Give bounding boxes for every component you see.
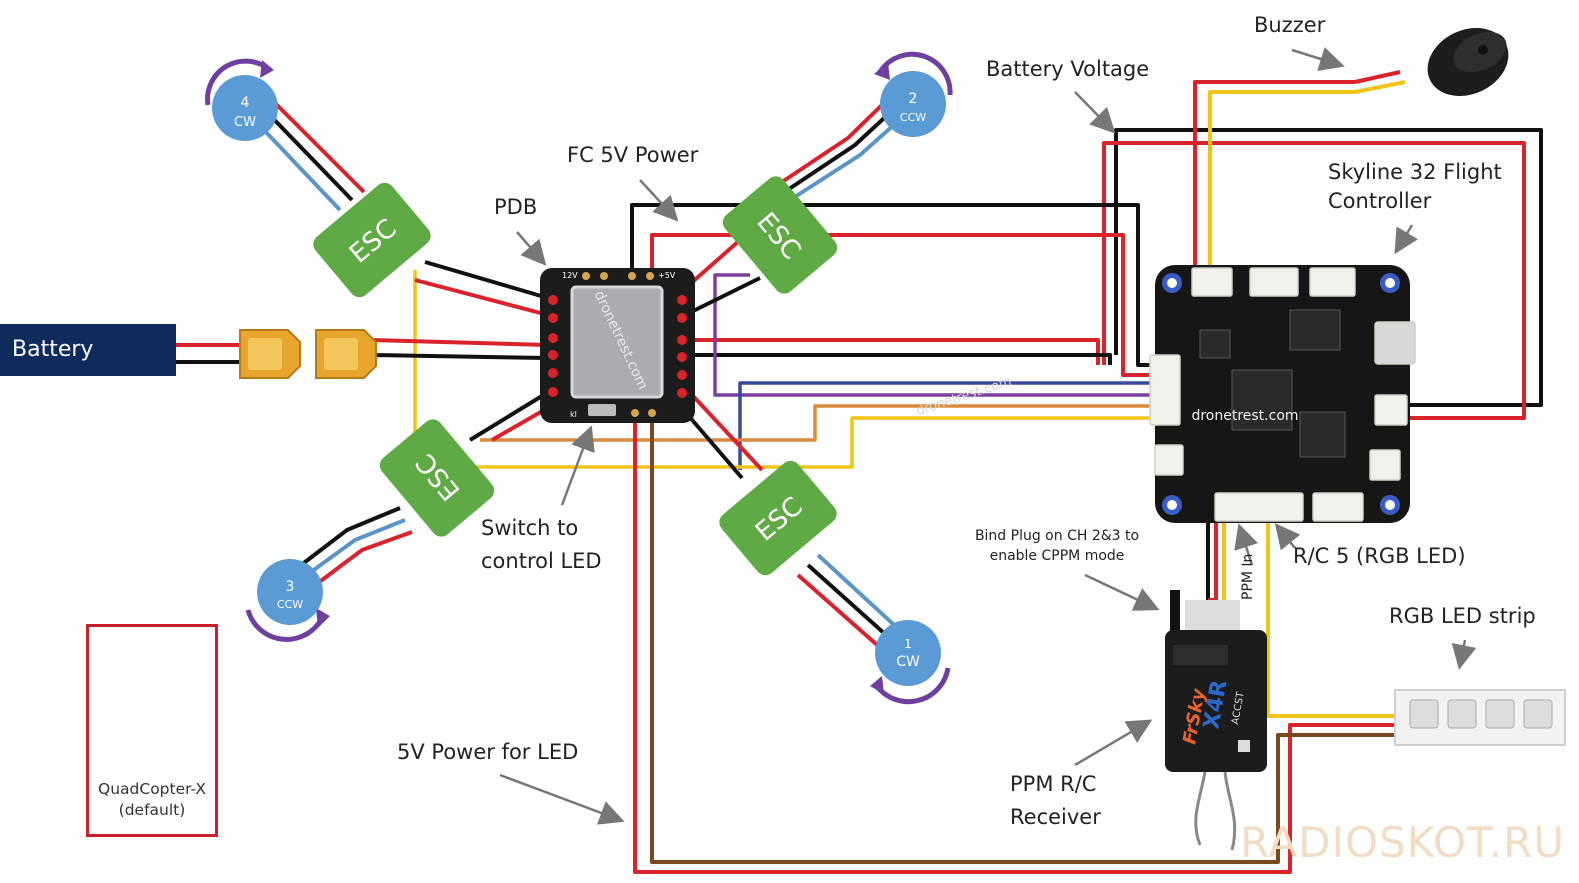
battery-voltage-red-wire — [1102, 141, 1526, 420]
ppm-receiver: FrSky X4R ACCST — [1165, 590, 1267, 851]
motor-2-number: 2 — [909, 91, 918, 107]
bind-plug-line2: enable CPPM mode — [989, 548, 1125, 564]
motor-1-dir: CW — [896, 654, 920, 670]
led-power-red-wire — [633, 420, 1395, 874]
arrow-buzzer — [1291, 47, 1345, 71]
fc-power-red-wire — [650, 233, 1158, 377]
arm-1-blue — [816, 553, 907, 637]
esc-top-left: ESC — [313, 182, 431, 298]
motor-4-dir: CW — [234, 115, 256, 130]
arm-3-blue — [298, 518, 406, 582]
arrow-pdb — [516, 231, 547, 266]
motor-4: 4 CW — [205, 58, 278, 141]
esc-top-right: ESC — [722, 176, 838, 294]
rc5-label: R/C 5 (RGB LED) — [1293, 544, 1466, 568]
legend-caption-line2: (default) — [118, 800, 186, 819]
pdb-black-to-fc — [685, 353, 1112, 365]
antenna — [1223, 771, 1237, 851]
arm-1-black — [806, 563, 897, 645]
pdb-switch-label: kl — [570, 410, 577, 419]
arm-2-blue — [788, 113, 907, 202]
esc-bottom-right: ESC — [719, 460, 837, 576]
pdb-battery-black — [369, 353, 549, 360]
radioskot-watermark: RADIOSKOT.RU — [1240, 818, 1565, 867]
motor-2-dir: CCW — [900, 111, 926, 124]
pdb-red-to-fc — [685, 338, 1100, 365]
rgb-led-strip — [1394, 689, 1566, 746]
led-signal-yellow-wire — [1266, 520, 1395, 718]
arrow-switch — [560, 425, 595, 506]
ppm-receiver-line1: PPM R/C — [1010, 772, 1097, 796]
buzzer-yellow-wire — [1208, 90, 1355, 272]
pdb-12v-label: 12V — [562, 271, 578, 280]
pdb-battery-red — [369, 338, 549, 347]
wiring-harness — [176, 80, 1543, 874]
arrow-led-power — [499, 773, 625, 825]
arm-4-red — [270, 98, 366, 194]
arrow-bind-plug — [1084, 573, 1160, 611]
esc-signal-yellow — [413, 270, 1150, 469]
esc-tl-red — [414, 278, 549, 317]
rotation-arrow-icon — [245, 609, 325, 642]
arrow-skyline — [1394, 224, 1419, 255]
fc-watermark: dronetrest.com — [1191, 408, 1298, 424]
rotation-arrow-icon — [877, 51, 953, 96]
arm-2-black — [778, 106, 897, 197]
arm-1-red — [796, 573, 887, 654]
ppm-receiver-line2: Receiver — [1010, 805, 1101, 829]
arrow-rgb-strip — [1451, 639, 1477, 670]
esc-tr-black — [684, 276, 761, 317]
esc-tl-black — [424, 260, 549, 300]
pdb-board: dronetrest.com 12V +5V kl — [540, 268, 695, 423]
quadcopter-legend: QuadCopter-X (default) — [86, 624, 218, 837]
motor-2: 2 CCW — [874, 51, 953, 137]
esc-signal-purple — [713, 273, 1150, 397]
xt60-connector-female — [315, 329, 377, 379]
motor-1: 1 CW — [870, 620, 951, 705]
esc-signal-orange — [480, 404, 1150, 442]
arrow-fc-power — [639, 179, 679, 222]
esc-bottom-left: ESC — [379, 419, 495, 537]
arrow-ppm-in — [1234, 523, 1259, 566]
rgb-strip-label: RGB LED strip — [1389, 604, 1536, 628]
rotation-arrow-icon — [873, 667, 951, 705]
flight-controller-board: dronetrest.com — [1149, 265, 1416, 523]
skyline-label-line2: Controller — [1328, 189, 1432, 213]
arm-3-black — [290, 506, 401, 574]
pdb-label: PDB — [494, 195, 538, 219]
led-switch — [588, 404, 616, 416]
led-power-label: 5V Power for LED — [397, 740, 579, 764]
arm-3-red — [304, 530, 413, 594]
motor-3: 3 CCW — [245, 559, 330, 642]
legend-caption-line1: QuadCopter-X — [98, 780, 206, 798]
buzzer-red-wire — [1193, 80, 1355, 272]
ppm-in-label: PPM In — [1240, 553, 1256, 600]
motor-1-number: 1 — [904, 637, 912, 651]
battery-label: Battery — [0, 324, 176, 376]
motor-3-dir: CCW — [277, 598, 303, 611]
switch-label-line2: control LED — [481, 549, 602, 573]
pdb-5v-label: +5V — [658, 271, 676, 280]
buzzer — [1354, 27, 1509, 97]
arm-2-red — [768, 100, 887, 192]
bind-plug-line1: Bind Plug on CH 2&3 to — [974, 528, 1140, 544]
buzzer-label: Buzzer — [1254, 13, 1326, 37]
pointer-arrows — [499, 47, 1477, 825]
fc-5v-power-label: FC 5V Power — [567, 143, 699, 167]
arrow-ppm-receiver — [1074, 719, 1153, 767]
antenna — [1194, 771, 1207, 846]
fc-power-black-wire — [630, 203, 1158, 367]
motor-4-number: 4 — [241, 95, 250, 111]
switch-label-line1: Switch to — [481, 516, 579, 540]
led-power-brown-wire — [650, 420, 1395, 864]
rotation-arrow-icon — [205, 58, 272, 106]
arrow-battery-voltage — [1074, 91, 1116, 134]
xt60-connector-male — [239, 329, 301, 379]
motor-3-number: 3 — [286, 579, 295, 595]
battery-voltage-label: Battery Voltage — [986, 57, 1150, 81]
arrow-rc5 — [1274, 523, 1301, 551]
skyline-label-line1: Skyline 32 Flight — [1328, 160, 1502, 184]
